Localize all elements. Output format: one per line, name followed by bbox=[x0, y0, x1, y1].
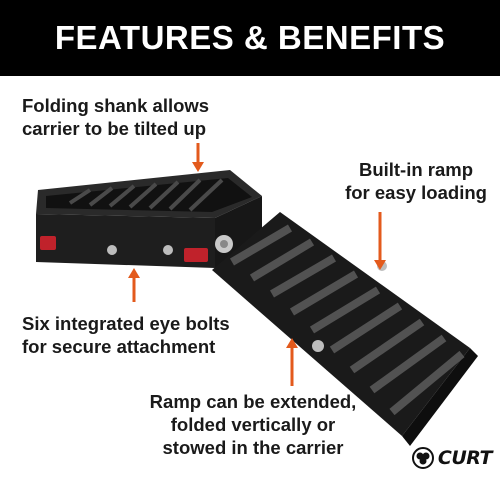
loading-ramp bbox=[212, 212, 478, 446]
callout-eye-bolts: Six integrated eye bolts for secure atta… bbox=[22, 313, 230, 357]
callout-folding-shank: Folding shank allows carrier to be tilte… bbox=[22, 95, 210, 139]
eye-bolt bbox=[163, 245, 173, 255]
ramp-slats bbox=[229, 224, 465, 416]
brand-name: CURT bbox=[437, 447, 493, 469]
eye-bolt bbox=[107, 245, 117, 255]
callout-built-in-ramp: Built-in ramp for easy loading bbox=[345, 159, 487, 203]
ramp-hinge bbox=[312, 340, 324, 352]
reflector-left bbox=[40, 236, 56, 250]
header-banner: FEATURES & BENEFITS bbox=[0, 0, 500, 76]
banner-title: FEATURES & BENEFITS bbox=[54, 19, 446, 56]
orange-arrow-icon bbox=[128, 268, 140, 302]
curt-logo-icon bbox=[411, 447, 434, 469]
cargo-carrier bbox=[36, 170, 262, 268]
carrier-slats bbox=[68, 178, 224, 212]
orange-arrow-icon bbox=[286, 338, 298, 386]
orange-arrow-icon bbox=[374, 212, 386, 270]
reflector-right bbox=[184, 248, 208, 262]
orange-arrow-icon bbox=[192, 143, 204, 172]
brand-logo: CURT bbox=[411, 447, 493, 469]
callout-ramp-options: Ramp can be extended, folded vertically … bbox=[149, 391, 357, 458]
